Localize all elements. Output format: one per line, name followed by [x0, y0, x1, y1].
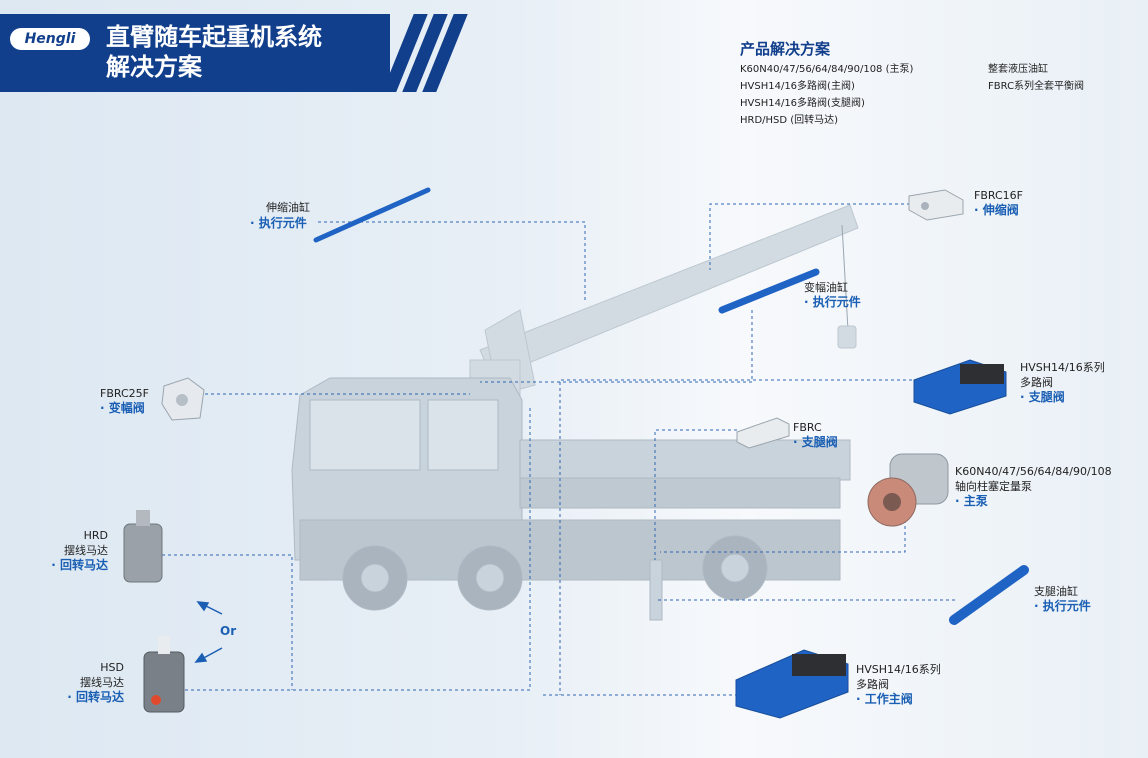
hvsh-main-valve-icon [735, 649, 849, 719]
solution-item: HRD/HSD (回转马达) [740, 115, 839, 126]
page-title: 直臂随车起重机系统 解决方案 [106, 22, 322, 82]
hvsh-outrigger-valve-icon [913, 359, 1007, 415]
or-arrows [194, 601, 223, 663]
part-name: FBRC16F [974, 189, 1023, 202]
part-role: · 执行元件 [1034, 599, 1091, 613]
part-role: · 回转马达 [67, 690, 124, 704]
part-name: 摆线马达 [80, 676, 124, 689]
part-name: 支腿油缸 [1034, 585, 1078, 598]
fbrc16f-valve-icon [908, 189, 964, 221]
solution-item: K60N40/47/56/64/84/90/108 (主泵) [740, 64, 914, 75]
part-name: FBRC25F [100, 387, 149, 400]
title-line-2: 解决方案 [106, 53, 202, 81]
part-name: HVSH14/16系列 [1020, 361, 1105, 374]
fbrc-valve-icon [736, 417, 790, 449]
label-hrd: HRD 摆线马达 · 回转马达 [44, 528, 108, 573]
label-fbrc: FBRC · 支腿阀 [793, 420, 838, 450]
part-name: 摆线马达 [64, 544, 108, 557]
truck [291, 377, 851, 621]
label-telescopic-cylinder: 伸缩油缸 [258, 200, 310, 215]
label-hvsh-outrigger: HVSH14/16系列 多路阀 · 支腿阀 [1020, 360, 1105, 405]
part-name: 伸缩油缸 [266, 201, 310, 214]
part-role: · 主泵 [955, 494, 988, 508]
connector-lines [162, 203, 955, 696]
part-role: · 支腿阀 [793, 435, 838, 449]
part-role: · 回转马达 [51, 558, 108, 572]
part-name: FBRC [793, 421, 822, 434]
part-name: 变幅油缸 [804, 281, 848, 294]
part-name: 多路阀 [1020, 376, 1053, 389]
solution-item: HVSH14/16多路阀(支腿阀) [740, 98, 865, 109]
header-banner [0, 14, 390, 92]
part-name: HSD [100, 661, 124, 674]
solutions-title: 产品解决方案 [740, 40, 831, 58]
part-name: 多路阀 [856, 678, 889, 691]
part-name: K60N40/47/56/64/84/90/108 [955, 465, 1112, 478]
label-hsd: HSD 摆线马达 · 回转马达 [44, 660, 124, 705]
telescopic-cylinder-icon [313, 187, 431, 243]
label-pump: K60N40/47/56/64/84/90/108 轴向柱塞定量泵 · 主泵 [955, 464, 1112, 509]
title-line-1: 直臂随车起重机系统 [106, 23, 322, 51]
solution-item: HVSH14/16多路阀(主阀) [740, 81, 855, 92]
part-role: · 支腿阀 [1020, 390, 1065, 404]
part-role: · 工作主阀 [856, 692, 913, 706]
part-name: HRD [83, 529, 108, 542]
outrigger-cylinder-icon [949, 565, 1029, 625]
fbrc25f-valve-icon [161, 377, 205, 421]
part-name: HVSH14/16系列 [856, 663, 941, 676]
axial-piston-pump-icon [867, 453, 949, 527]
solutions-col-1: K60N40/47/56/64/84/90/108 (主泵) HVSH14/16… [740, 61, 913, 129]
luffing-cylinder-icon [718, 268, 820, 314]
part-role: · 执行元件 [804, 295, 861, 309]
label-hvsh-main: HVSH14/16系列 多路阀 · 工作主阀 [856, 662, 941, 707]
part-role: · 伸缩阀 [974, 203, 1019, 217]
solution-item: FBRC系列全套平衡阀 [988, 81, 1085, 92]
label-luffing-cylinder: 变幅油缸 · 执行元件 [804, 280, 861, 310]
solution-item: 整套液压油缸 [988, 64, 1048, 75]
part-name: 轴向柱塞定量泵 [955, 480, 1032, 493]
hrd-motor-icon [123, 510, 163, 583]
or-label: Or [220, 624, 237, 638]
solutions-col-2: 整套液压油缸 FBRC系列全套平衡阀 [988, 61, 1084, 95]
label-fbrc16f: FBRC16F · 伸缩阀 [974, 188, 1023, 218]
label-outrigger-cylinder: 支腿油缸 · 执行元件 [1034, 584, 1091, 614]
role-telescopic-cylinder: · 执行元件 [250, 216, 307, 230]
hengli-logo: Hengli [10, 28, 90, 50]
hsd-motor-icon [143, 636, 185, 713]
part-role: · 变幅阀 [100, 401, 145, 415]
label-fbrc25f: FBRC25F · 变幅阀 [100, 386, 149, 416]
